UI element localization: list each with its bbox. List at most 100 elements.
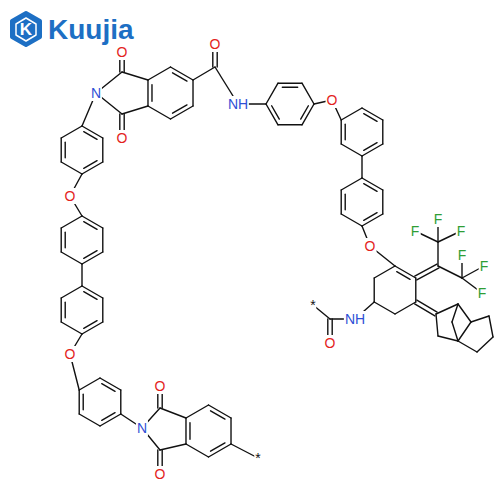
bond-line bbox=[189, 423, 190, 440]
atom-label: O bbox=[64, 188, 77, 204]
bond-line bbox=[374, 266, 395, 278]
bond-line bbox=[341, 214, 362, 226]
bond-line bbox=[471, 316, 489, 322]
bond-line bbox=[364, 143, 377, 151]
bond-line bbox=[345, 194, 346, 209]
bond-line bbox=[278, 83, 302, 84]
bond-line bbox=[452, 322, 458, 341]
bond-line bbox=[364, 184, 377, 192]
bond-line bbox=[102, 413, 115, 421]
bond-line bbox=[266, 83, 278, 104]
bond-line bbox=[341, 120, 342, 144]
bond-line bbox=[84, 251, 97, 259]
bond-line bbox=[382, 190, 383, 214]
bond-line bbox=[302, 83, 314, 104]
bond-line bbox=[102, 384, 115, 392]
bond-line bbox=[186, 405, 209, 418]
bond-line bbox=[84, 161, 97, 169]
bond-line bbox=[415, 278, 416, 302]
bond-line bbox=[160, 444, 186, 450]
bond-line bbox=[102, 228, 103, 252]
bond-line bbox=[61, 126, 82, 138]
bond-line bbox=[84, 321, 97, 329]
atom-label: O bbox=[116, 130, 129, 146]
bond-line bbox=[61, 286, 82, 298]
bond-line bbox=[173, 105, 187, 113]
bond-group bbox=[61, 44, 493, 474]
bond-line bbox=[417, 300, 437, 312]
bond-line bbox=[148, 67, 171, 80]
bond-line bbox=[211, 443, 225, 451]
bond-line bbox=[397, 272, 410, 280]
bond-line bbox=[81, 264, 82, 286]
bond-line bbox=[192, 80, 193, 106]
bond-line bbox=[417, 268, 439, 280]
atom-label: O bbox=[364, 238, 377, 254]
bond-line bbox=[61, 228, 62, 252]
bond-line bbox=[395, 302, 416, 314]
bond-line bbox=[122, 106, 148, 114]
bond-line bbox=[341, 144, 362, 156]
atom-label: O bbox=[116, 44, 129, 60]
bond-line bbox=[61, 162, 82, 174]
atom-label: F bbox=[479, 258, 490, 274]
bond-line bbox=[438, 266, 462, 278]
bond-line bbox=[341, 108, 362, 120]
bond-line bbox=[436, 314, 438, 336]
bond-line bbox=[415, 304, 435, 316]
atom-label: O bbox=[324, 335, 337, 351]
bond-line bbox=[65, 142, 66, 157]
bond-line bbox=[438, 336, 458, 341]
atom-label: F bbox=[477, 285, 488, 301]
bond-line bbox=[374, 278, 375, 302]
bond-line bbox=[185, 418, 186, 444]
logo-icon bbox=[12, 13, 40, 45]
bond-line bbox=[61, 138, 62, 162]
atom-label: F bbox=[457, 247, 468, 263]
logo-text: Kuujia bbox=[48, 16, 134, 44]
bond-line bbox=[79, 414, 100, 426]
bond-line bbox=[364, 213, 377, 221]
logo-icon-ring bbox=[16, 18, 36, 41]
atom-label: F bbox=[433, 211, 444, 227]
bond-line bbox=[477, 337, 493, 352]
bond-line bbox=[489, 316, 493, 337]
bond-line bbox=[102, 138, 103, 162]
bond-line bbox=[61, 216, 82, 228]
bond-line bbox=[341, 178, 362, 190]
bond-line bbox=[84, 222, 97, 230]
bond-line bbox=[120, 390, 121, 414]
atom-label: F bbox=[456, 223, 467, 239]
bond-line bbox=[193, 67, 215, 80]
bond-line bbox=[122, 72, 148, 80]
bond-line bbox=[272, 106, 280, 119]
bond-line bbox=[79, 378, 100, 390]
atom-label: O bbox=[64, 346, 77, 362]
bond-line bbox=[211, 411, 225, 419]
atom-label: O bbox=[326, 92, 339, 108]
atom-label: N bbox=[136, 420, 148, 436]
atom-label: O bbox=[154, 466, 167, 482]
bond-line bbox=[61, 322, 82, 334]
bond-line bbox=[278, 124, 302, 125]
bond-line bbox=[364, 114, 377, 122]
bond-line bbox=[61, 252, 82, 264]
atom-label: NH bbox=[227, 96, 249, 112]
bond-line bbox=[65, 302, 66, 317]
bond-line bbox=[65, 232, 66, 247]
bond-line bbox=[151, 85, 152, 102]
bond-line bbox=[148, 106, 171, 119]
bond-line bbox=[458, 322, 471, 341]
logo-letter: K bbox=[20, 21, 32, 38]
bond-line bbox=[186, 444, 209, 457]
atom-label: NH bbox=[344, 311, 366, 327]
atom-label: O bbox=[209, 36, 222, 52]
bond-line bbox=[79, 390, 80, 414]
bond-line bbox=[341, 190, 342, 214]
bond-line bbox=[282, 87, 297, 88]
attachment-point: * bbox=[254, 450, 261, 466]
bond-line bbox=[160, 408, 186, 418]
bond-line bbox=[84, 132, 97, 140]
